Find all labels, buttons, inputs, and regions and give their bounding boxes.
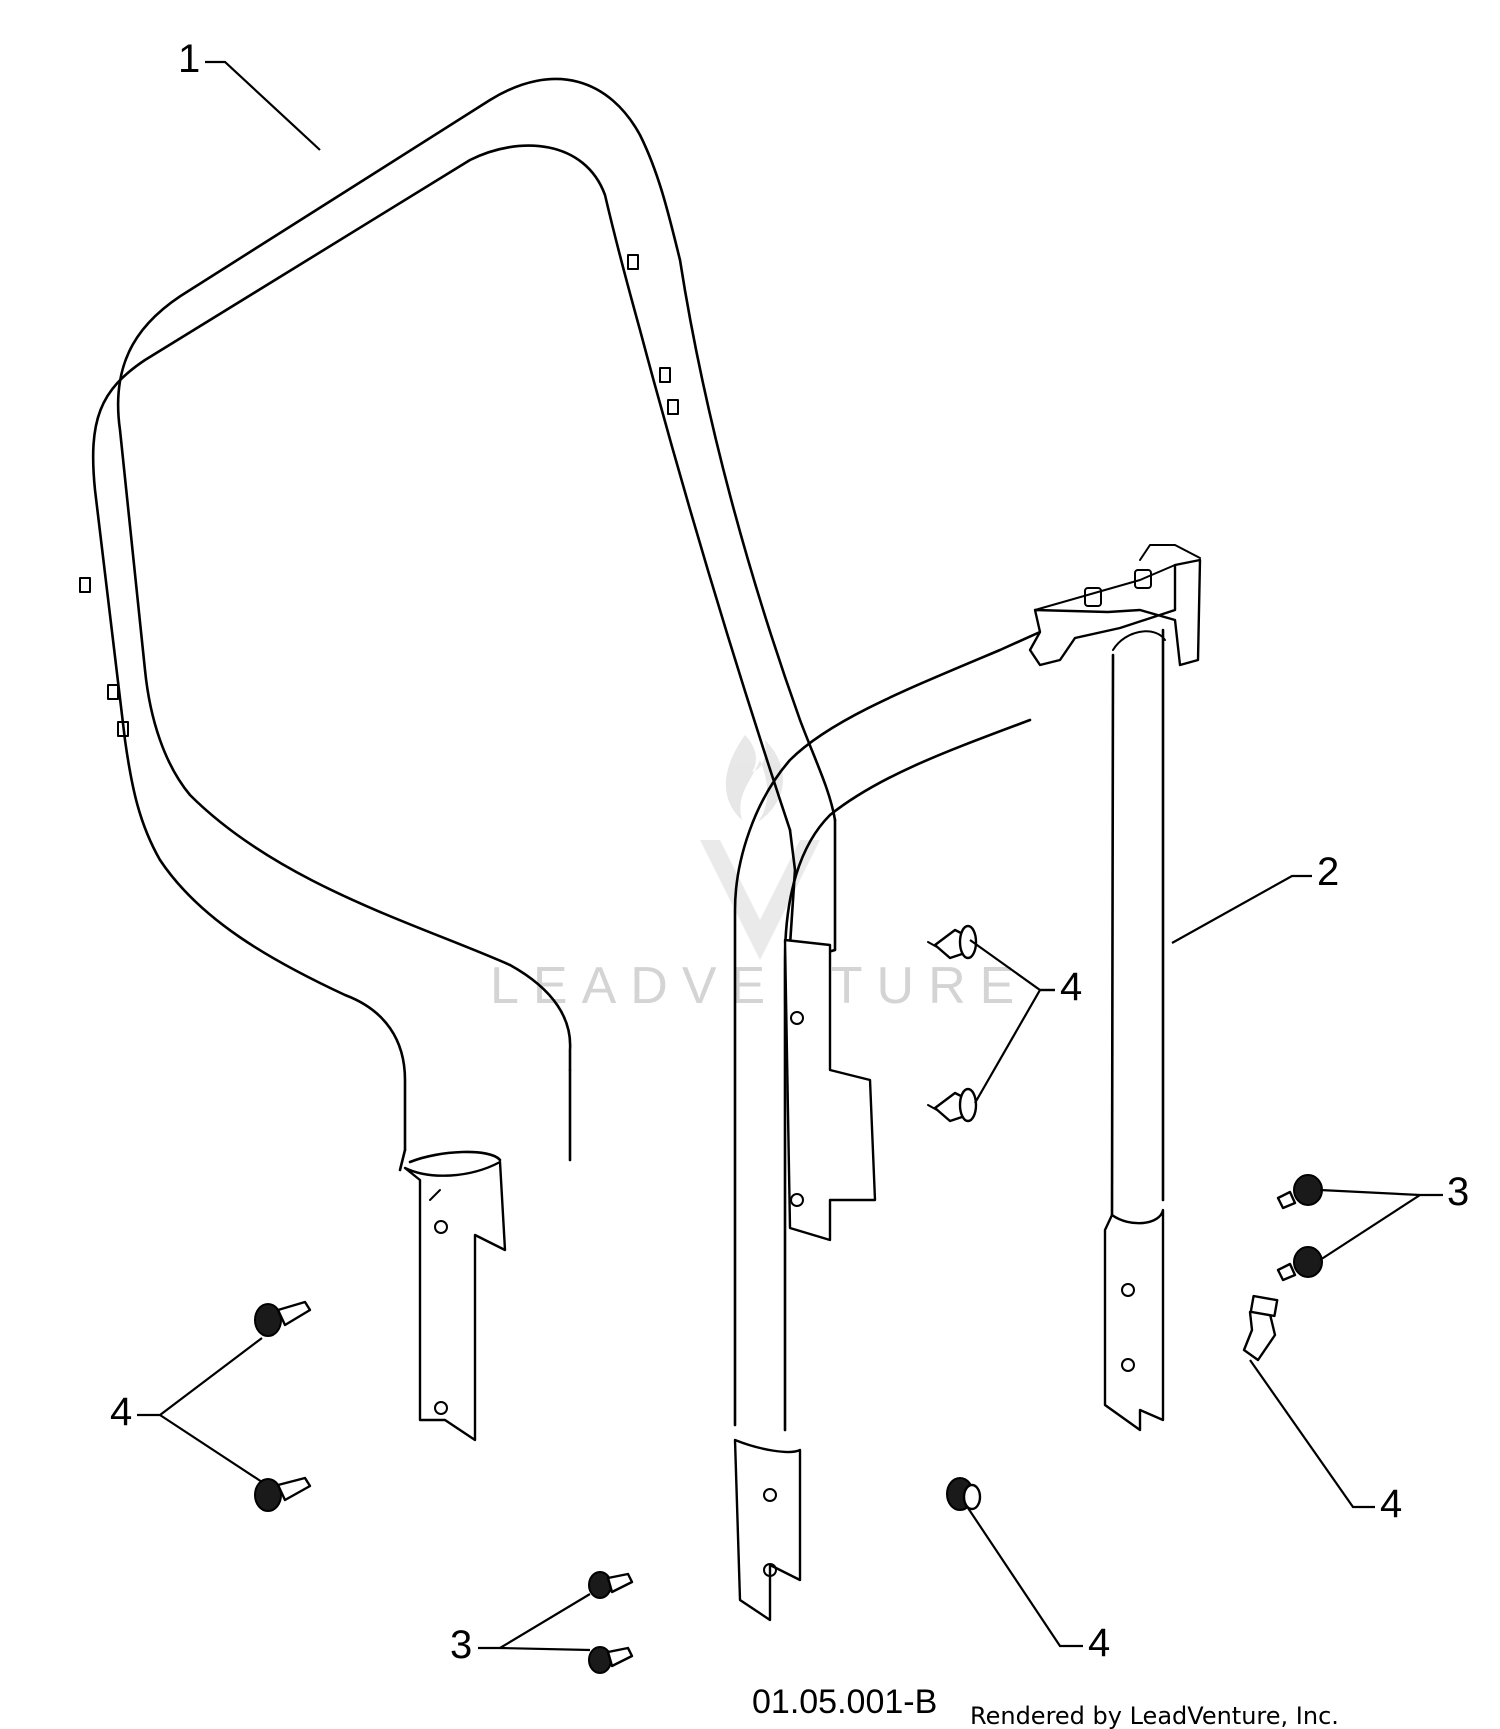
callout-part-1: 1 <box>178 37 200 81</box>
leader-lines <box>137 60 1443 1652</box>
callout-part-4-right: 4 <box>1380 1482 1402 1526</box>
callout-part-4-bottom: 4 <box>1088 1621 1110 1665</box>
nut-3-bottom-lower <box>588 1646 634 1674</box>
watermark: LEADVENTURE <box>490 735 1028 1015</box>
bolt-4-center-lower <box>927 1087 978 1123</box>
bolt-4-center-upper <box>927 924 978 960</box>
callout-part-4-left: 4 <box>110 1390 132 1434</box>
callout-part-3-bottom: 3 <box>450 1623 472 1667</box>
callout-part-2: 2 <box>1317 850 1339 894</box>
part-1-roll-bar-upper <box>79 77 837 1442</box>
nut-3-right-upper <box>1276 1174 1323 1210</box>
watermark-text: LEADVENTURE <box>490 957 1028 1015</box>
callout-part-4-center: 4 <box>1060 965 1082 1009</box>
nut-4-left-upper <box>254 1300 312 1337</box>
nut-4-bottom <box>946 1477 982 1511</box>
part-2-roll-bar-lower <box>733 544 1202 1622</box>
figure-code: 01.05.001-B <box>752 1683 937 1721</box>
nut-4-left-lower <box>254 1476 312 1512</box>
rendered-by-credit: Rendered by LeadVenture, Inc. <box>970 1702 1339 1729</box>
watermark-logo-icon <box>700 735 820 960</box>
nut-3-bottom-upper <box>588 1571 634 1599</box>
bolt-4-right <box>1242 1294 1279 1362</box>
callout-part-3-right: 3 <box>1447 1170 1469 1214</box>
nut-3-right-lower <box>1276 1246 1323 1282</box>
